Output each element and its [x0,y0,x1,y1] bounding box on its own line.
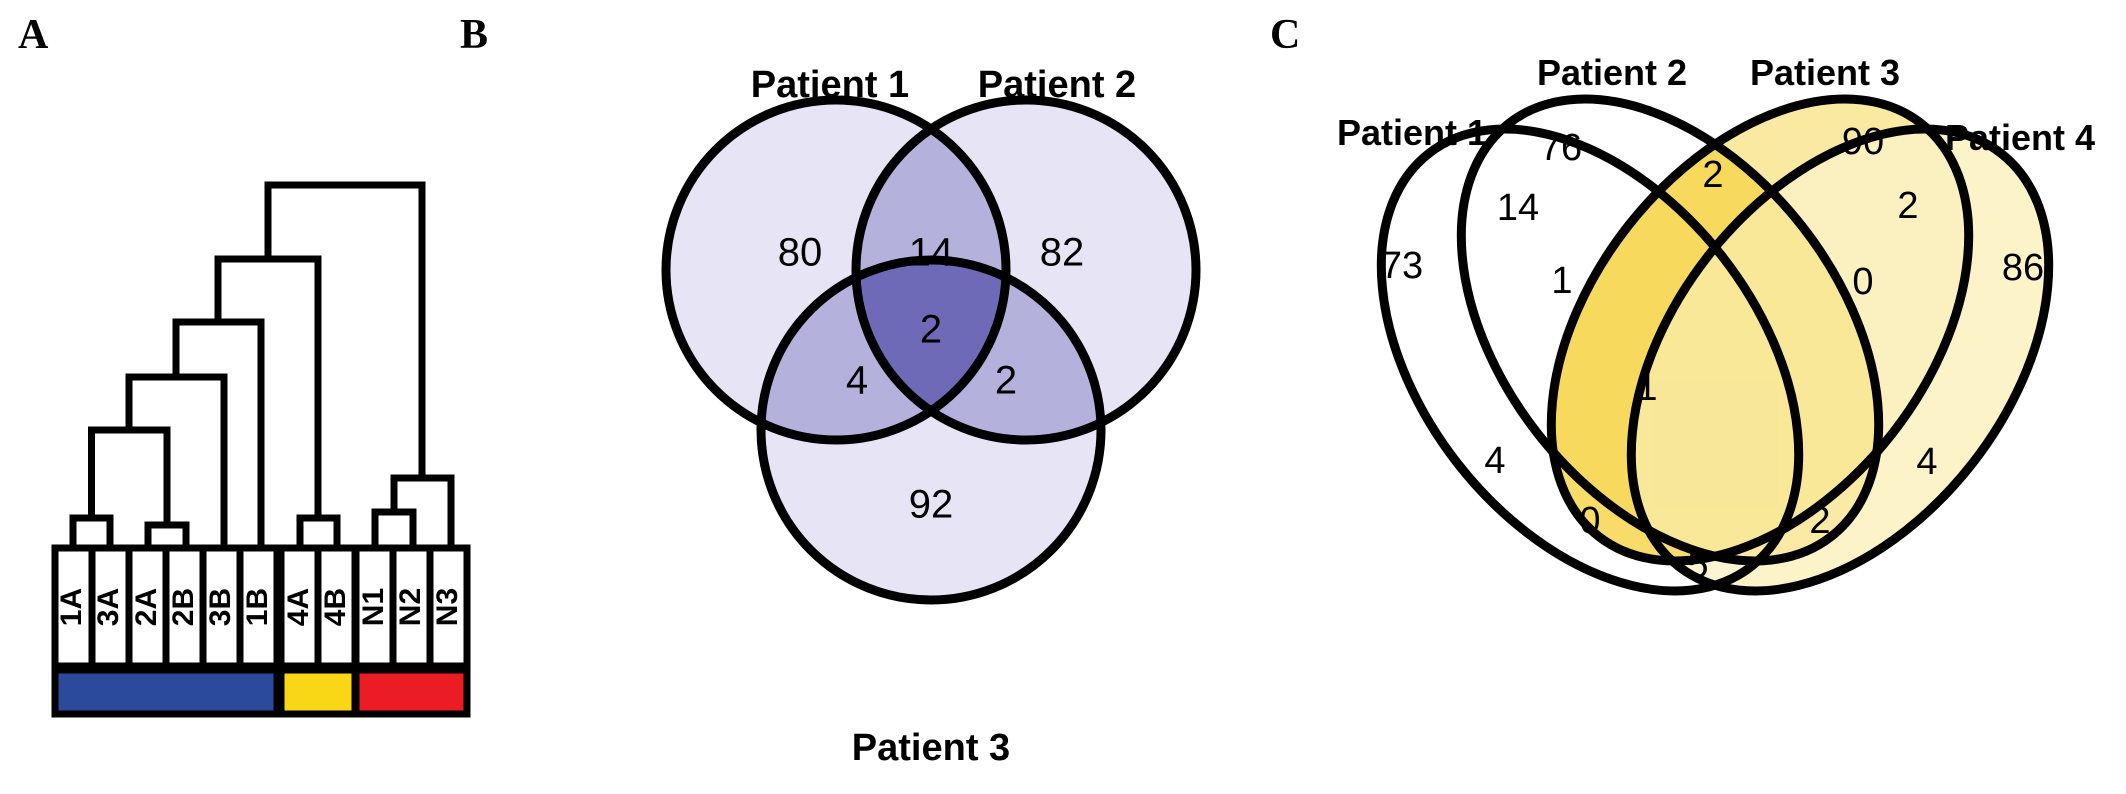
venn4-title-patient1: Patient 1 [1337,112,1487,153]
venn3-count-only3: 92 [909,483,954,527]
venn3-title-patient1: Patient 1 [751,64,909,106]
venn3-count-i12: 14 [909,231,954,275]
venn4-title-patient4: Patient 4 [1945,117,2095,158]
leaf-label-1b: 1B [241,588,274,626]
venn3-count-i23: 2 [995,359,1017,403]
leaf-label-1a: 1A [55,588,88,626]
group-bar-patient4 [277,666,359,718]
leaf-label-4a: 4A [282,588,315,626]
venn3-regions [661,95,1201,605]
leaf-label-n3: N3 [431,588,464,626]
venn4-count-only2: 76 [1540,127,1582,169]
leaf-box [125,544,170,670]
venn4-count-i1234: 1 [1636,367,1657,409]
dendrogram: 1A 3A 2A 2B 3B 1B 4A 4B N1 N2 N3 [51,181,471,718]
venn-circle-patient1-outline [661,95,1011,445]
venn3-title-patient2: Patient 2 [978,64,1136,106]
leaf-label-4b: 4B [319,588,352,626]
venn3-title-patient3: Patient 3 [852,727,1010,769]
leaf-box [199,544,244,670]
leaf-label-2a: 2A [130,588,163,626]
venn-circle-patient3-outline [756,255,1106,605]
venn4-count-i124: 2 [1809,500,1830,542]
panel-c-letter: C [1270,12,1301,58]
venn4-count-i134: 0 [1579,500,1600,542]
venn-diagram-3set: Patient 1 Patient 2 Patient 3 80 82 92 1… [661,64,1201,769]
venn4-count-i23: 2 [1702,154,1723,196]
venn4-count-i24: 4 [1916,441,1937,483]
panel-c: C [1270,0,2126,794]
venn3-count-i123: 2 [920,308,942,352]
venn4-count-i13: 4 [1484,440,1505,482]
venn4-count-only3: 90 [1842,121,1884,163]
venn4-count-i34: 2 [1897,185,1918,227]
group-bar-tumor [51,666,281,718]
leaf-box [88,544,133,670]
leaf-label-3b: 3B [204,588,237,626]
venn4-count-only4: 86 [2002,247,2044,289]
venn-circle-patient2-outline [851,95,1201,445]
venn4-count-i12: 14 [1497,187,1539,229]
leaf-box [389,544,434,670]
leaf-box [236,544,281,670]
venn4-count-i234: 0 [1852,261,1873,303]
leaf-label-n2: N2 [394,588,427,626]
venn3-count-only2: 82 [1040,231,1085,275]
venn4-count-i14: 5 [1687,544,1708,586]
group-bar-normal [352,666,471,718]
panel-a: A [0,0,640,794]
panel-b: B [460,0,1260,794]
leaf-label-2b: 2B [167,588,200,626]
venn3-count-i13: 4 [846,359,868,403]
venn4-title-patient2: Patient 2 [1537,52,1687,93]
venn4-count-i123: 1 [1551,260,1572,302]
panel-a-letter: A [18,12,49,58]
leaf-label-3a: 3A [92,588,125,626]
venn4-title-patient3: Patient 3 [1750,52,1900,93]
leaf-label-boxes: 1A 3A 2A 2B 3B 1B 4A 4B N1 N2 N3 [51,544,471,670]
venn3-count-only1: 80 [778,231,823,275]
venn-diagram-4set: Patient 1 Patient 2 Patient 3 Patient 4 … [1290,0,2126,794]
group-color-bars [51,666,471,718]
panel-b-letter: B [460,12,489,58]
leaf-label-n1: N1 [357,588,390,626]
leaf-box [426,544,471,670]
venn4-count-only1: 73 [1381,245,1423,287]
